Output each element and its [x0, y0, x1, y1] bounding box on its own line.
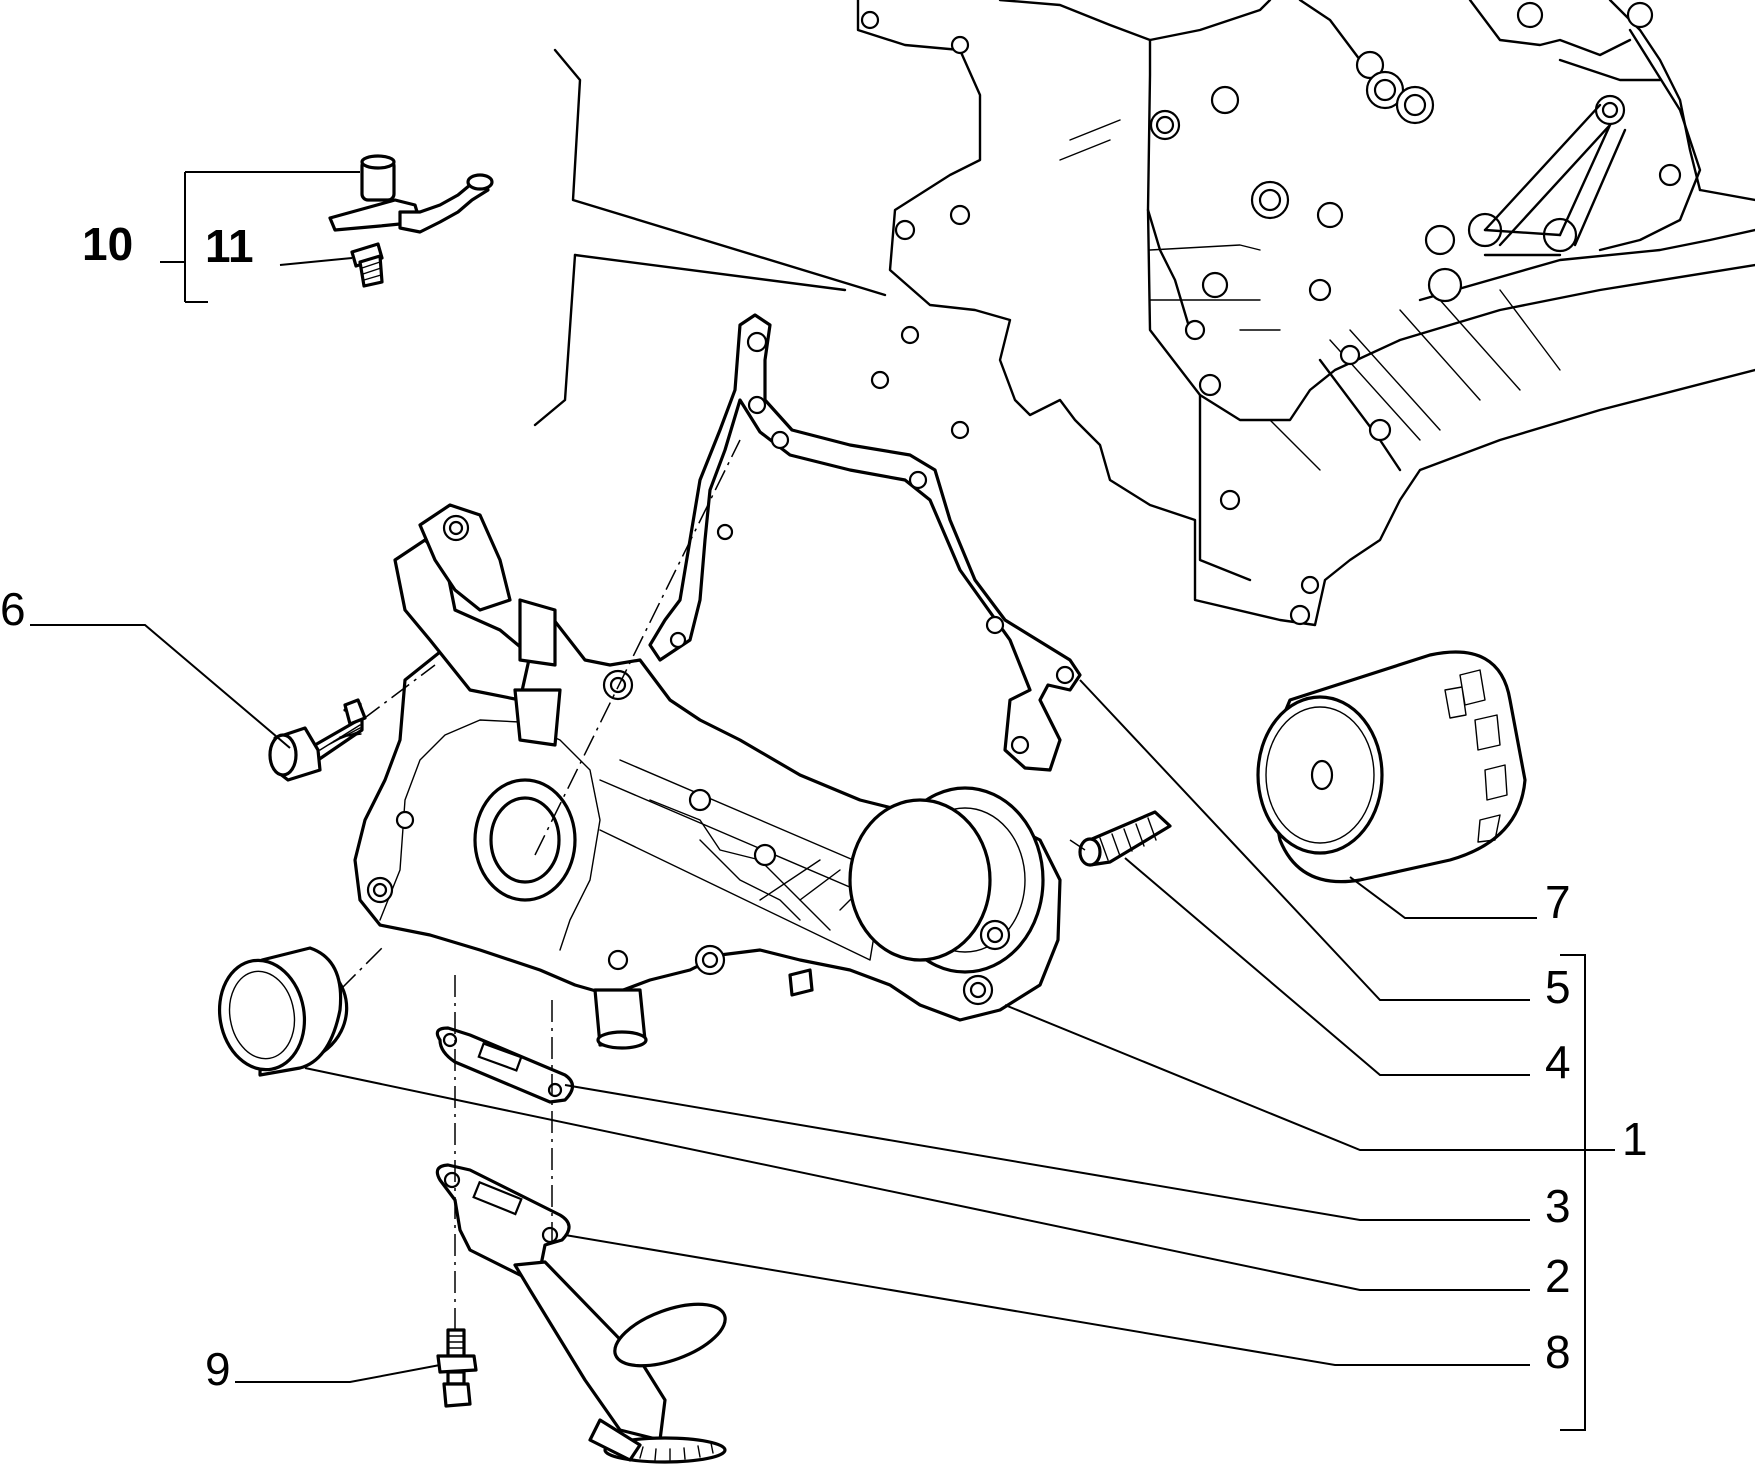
- callout-3: 3: [1545, 1180, 1571, 1232]
- screw-part-11: [350, 242, 384, 288]
- callout-9: 9: [205, 1343, 231, 1395]
- callout-10: 10: [82, 218, 133, 270]
- engine-block: [856, 0, 1755, 627]
- stud-part-9: [436, 1328, 478, 1408]
- callout-8: 8: [1545, 1326, 1571, 1378]
- bolt-part-6: [268, 698, 367, 782]
- callout-5: 5: [1545, 961, 1571, 1013]
- callout-6: 6: [0, 583, 26, 635]
- callout-1: 1: [1622, 1113, 1648, 1165]
- gasket-part-5: [648, 313, 1082, 772]
- callout-7: 7: [1545, 876, 1571, 928]
- spring-part-4: [1078, 810, 1172, 867]
- callout-2: 2: [1545, 1250, 1571, 1302]
- oil-strainer-part-8: [435, 1163, 727, 1464]
- leader-lines: [30, 171, 1615, 1431]
- callout-4: 4: [1545, 1036, 1571, 1088]
- callout-labels: 10 11 6 7 5 4 1 3 2 8 9: [0, 218, 1648, 1395]
- callout-11: 11: [205, 220, 254, 272]
- oil-pump-housing-part-1: [353, 503, 1062, 1050]
- seal-ring-part-2: [217, 946, 349, 1077]
- assembly-axes: [339, 439, 1086, 1330]
- breather-bracket-part-10: [328, 154, 494, 234]
- reference-lines: [533, 48, 887, 427]
- oil-filter-part-7: [1256, 650, 1527, 884]
